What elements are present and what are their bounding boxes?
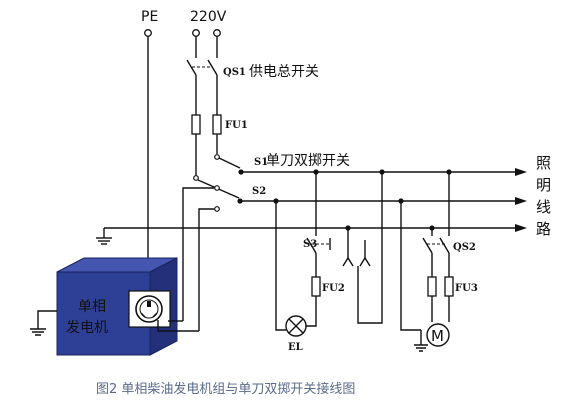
fu1-fuse bbox=[191, 114, 222, 154]
generator-label-line1: 单相 bbox=[78, 299, 106, 315]
arrow-line-1 bbox=[515, 168, 527, 176]
arrow-line-3 bbox=[515, 224, 527, 232]
qs2-label: QS2 bbox=[453, 242, 476, 253]
el-label: EL bbox=[288, 342, 303, 353]
svg-text:照: 照 bbox=[536, 154, 551, 172]
s1-label: S1 bbox=[254, 157, 268, 168]
qs1-switch bbox=[186, 36, 218, 115]
pe-terminal bbox=[144, 29, 152, 37]
s3-label: S3 bbox=[303, 239, 317, 250]
phase-n-terminal bbox=[213, 29, 221, 37]
s1-generator-contact bbox=[214, 185, 220, 191]
s1-description: 单刀双掷开关 bbox=[266, 153, 350, 169]
s2-generator-contact bbox=[214, 206, 220, 212]
svg-text:线: 线 bbox=[536, 198, 551, 216]
generator-socket bbox=[128, 290, 171, 328]
svg-text:路: 路 bbox=[536, 220, 551, 238]
supply-220v-label: 220V bbox=[190, 9, 227, 25]
s2-switch bbox=[193, 175, 515, 204]
lamp-branch bbox=[275, 172, 331, 337]
s2-label: S2 bbox=[252, 186, 266, 197]
motor-label: M bbox=[431, 327, 444, 345]
generator-feed-l bbox=[182, 187, 214, 321]
figure-caption: 图2 单相柴油发电机组与单刀双掷开关接线图 bbox=[96, 381, 355, 397]
qs1-label: QS1 bbox=[223, 67, 246, 78]
arrow-line-2 bbox=[515, 197, 527, 205]
lighting-line-label: 照 明 线 路 bbox=[536, 154, 551, 238]
svg-text:明: 明 bbox=[536, 176, 551, 194]
motor-branch bbox=[400, 172, 454, 352]
generator-feed-n bbox=[198, 208, 214, 331]
pe-label: PE bbox=[141, 9, 158, 25]
socket-branch bbox=[342, 172, 383, 324]
fu1-label: FU1 bbox=[225, 120, 248, 131]
phase-l-terminal bbox=[192, 29, 200, 37]
fu3-label: FU3 bbox=[455, 283, 478, 294]
generator-label-line2: 发电机 bbox=[66, 320, 108, 336]
generator-ground-symbol bbox=[30, 310, 57, 336]
earth-ground-symbol bbox=[96, 237, 112, 245]
s1-switch bbox=[214, 154, 515, 175]
fu2-label: FU2 bbox=[322, 283, 345, 294]
qs1-description: 供电总开关 bbox=[249, 64, 319, 80]
